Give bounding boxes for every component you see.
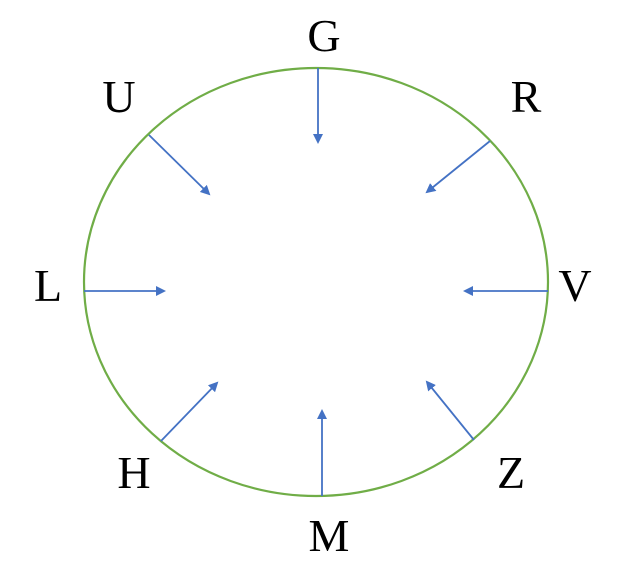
label-H: H [117, 447, 151, 498]
label-U: U [102, 71, 136, 122]
label-L: L [33, 260, 63, 311]
arrow-H [160, 381, 219, 442]
arrow-R [425, 140, 491, 194]
label-M: M [308, 510, 350, 561]
seating-circle [82, 66, 550, 498]
arrow-U [148, 134, 211, 196]
arrow-Z [425, 380, 475, 441]
label-Z: Z [496, 447, 526, 498]
label-R: R [510, 71, 542, 122]
label-G: G [307, 10, 341, 61]
label-V: V [558, 260, 592, 311]
